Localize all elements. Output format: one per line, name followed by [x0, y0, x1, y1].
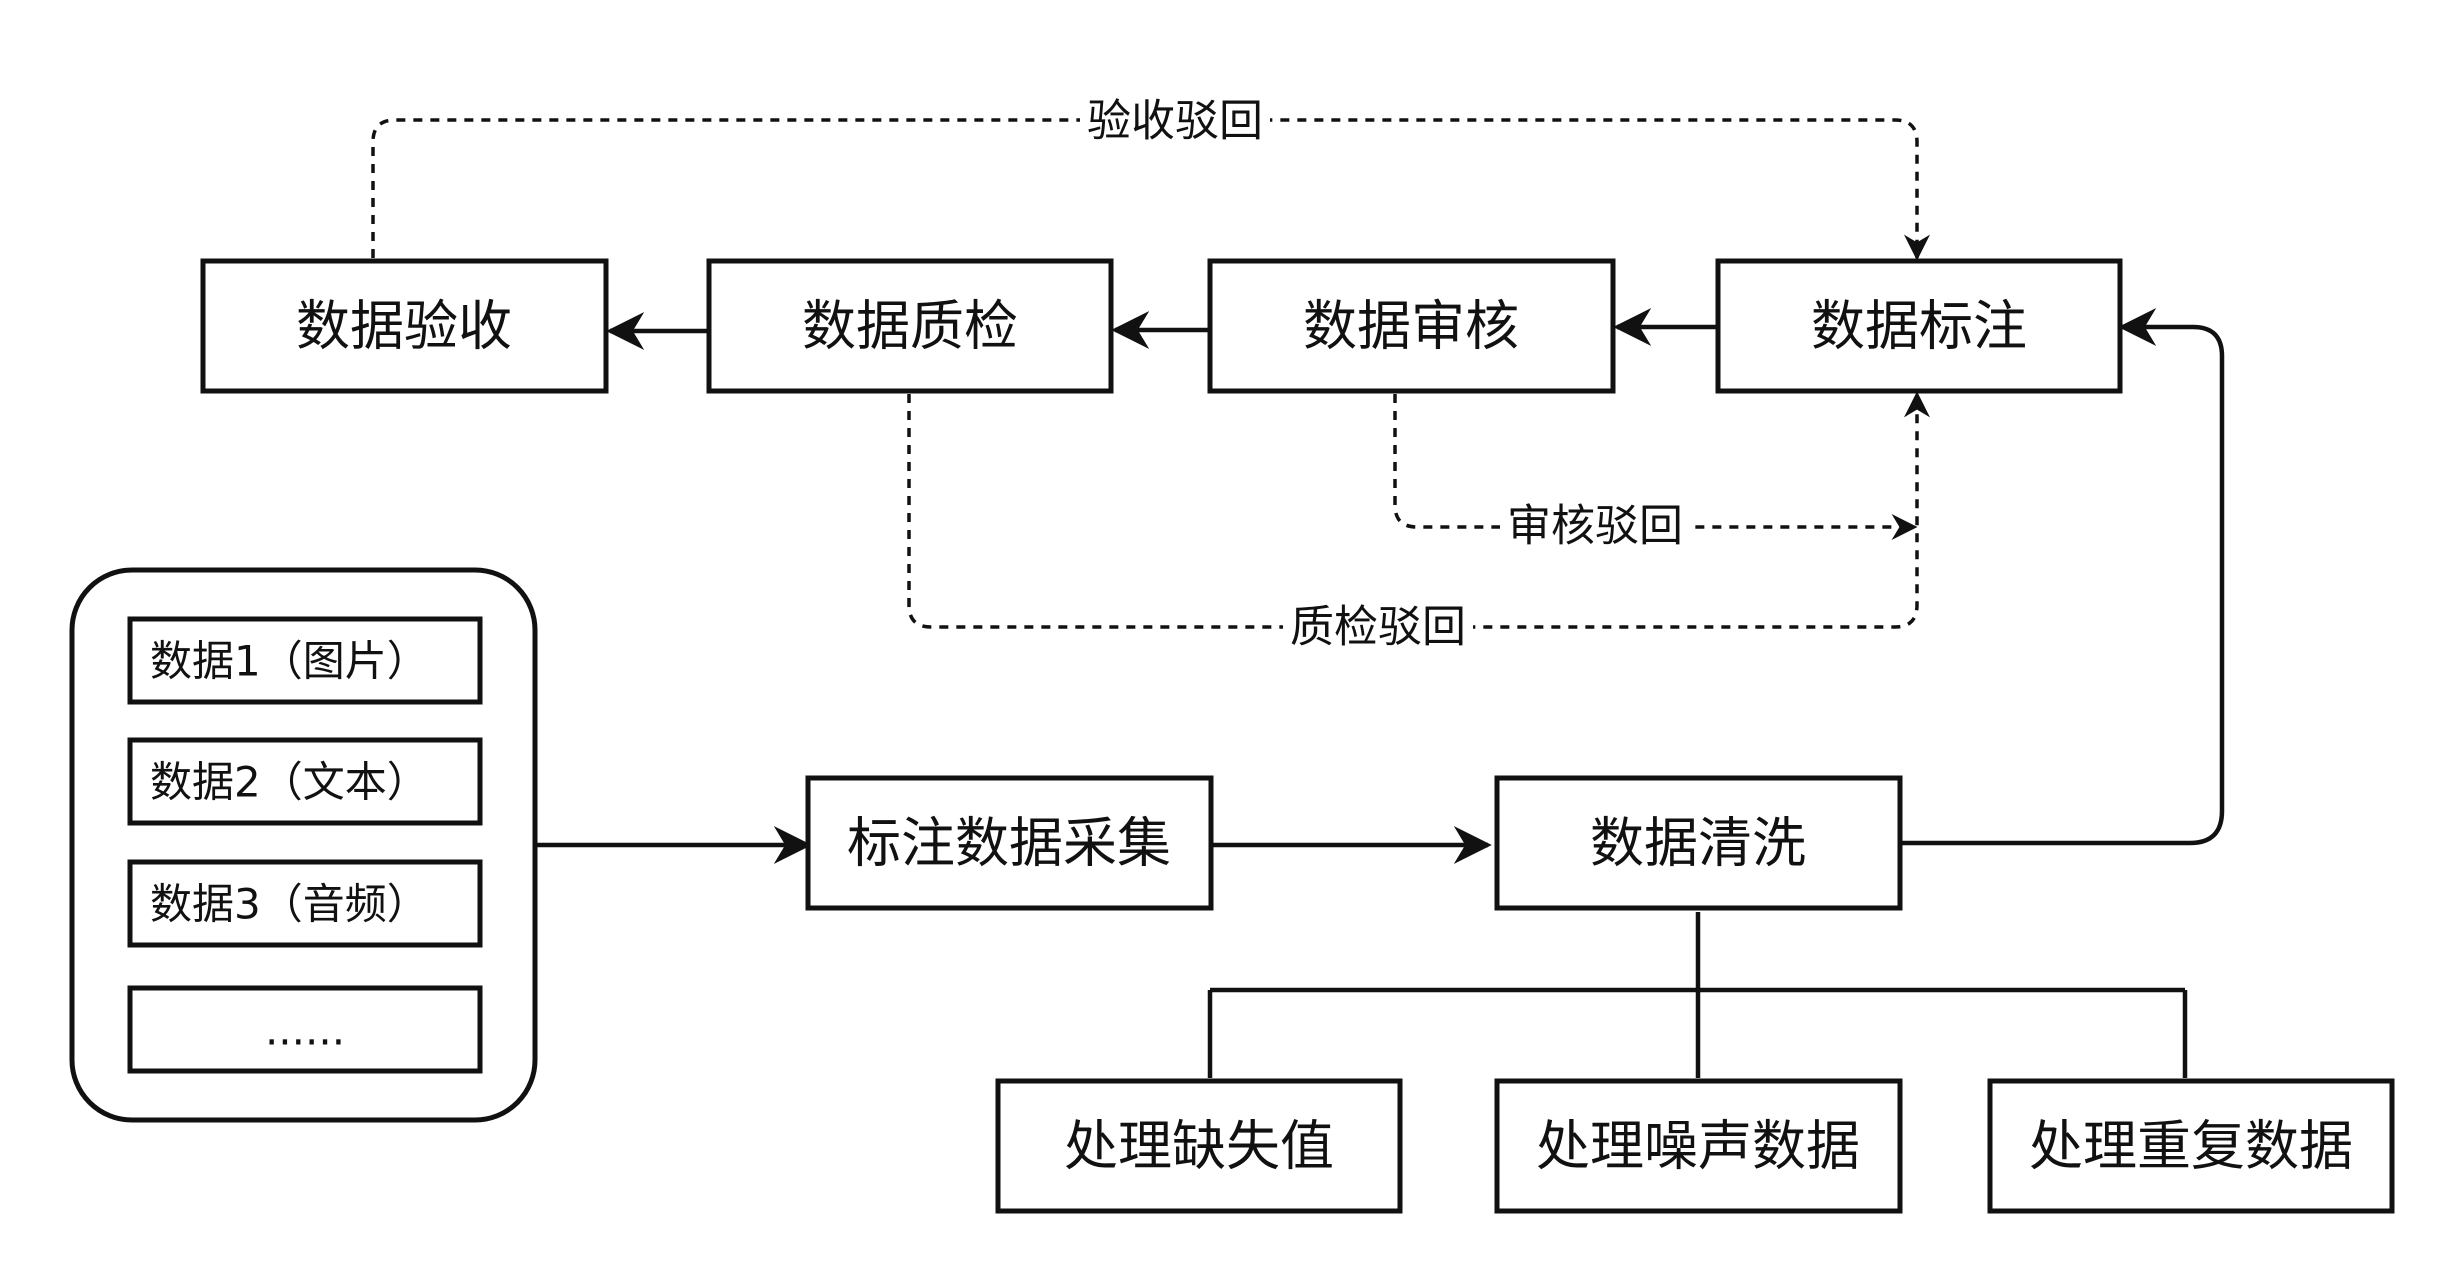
data-sources-container — [69, 567, 538, 1123]
node-duplicates: 处理重复数据 — [1987, 1078, 2395, 1214]
node-quality-check: 数据质检 — [706, 258, 1114, 394]
node-collection: 标注数据采集 — [805, 775, 1214, 911]
node-acceptance: 数据验收 — [200, 258, 609, 394]
svg-text:数据3（音频）: 数据3（音频） — [150, 880, 429, 929]
source-item-image: 数据1（图片） — [127, 616, 483, 705]
svg-text:数据1（图片）: 数据1（图片） — [150, 637, 429, 686]
edge-cleaning-to-annotation — [1902, 308, 2225, 846]
node-noise: 处理噪声数据 — [1494, 1078, 1903, 1214]
svg-text:数据审核: 数据审核 — [1303, 295, 1519, 358]
svg-text:数据2（文本）: 数据2（文本） — [150, 758, 429, 807]
svg-text:处理噪声数据: 处理噪声数据 — [1536, 1115, 1860, 1178]
edge-quality-reject — [907, 391, 1930, 629]
svg-text:数据标注: 数据标注 — [1811, 295, 2027, 358]
edge-label-review-reject: 审核驳回 — [1507, 501, 1683, 552]
svg-text:......: ...... — [265, 1006, 345, 1055]
edge-label-quality-reject: 质检驳回 — [1290, 602, 1466, 653]
svg-text:数据验收: 数据验收 — [296, 295, 512, 358]
edge-label-acceptance-reject: 验收驳回 — [1087, 96, 1263, 147]
svg-text:数据清洗: 数据清洗 — [1590, 812, 1806, 875]
source-item-more: ...... — [127, 985, 483, 1074]
node-cleaning: 数据清洗 — [1494, 775, 1903, 911]
svg-text:数据质检: 数据质检 — [802, 295, 1018, 358]
node-annotation: 数据标注 — [1715, 258, 2123, 394]
svg-text:标注数据采集: 标注数据采集 — [847, 812, 1171, 875]
source-item-audio: 数据3（音频） — [127, 859, 483, 948]
svg-text:处理缺失值: 处理缺失值 — [1064, 1115, 1334, 1178]
edge-cleaning-tree — [1207, 912, 2188, 1078]
svg-text:处理重复数据: 处理重复数据 — [2029, 1115, 2353, 1178]
source-item-text: 数据2（文本） — [127, 737, 483, 826]
node-review: 数据审核 — [1207, 258, 1616, 394]
node-missing-values: 处理缺失值 — [995, 1078, 1403, 1214]
